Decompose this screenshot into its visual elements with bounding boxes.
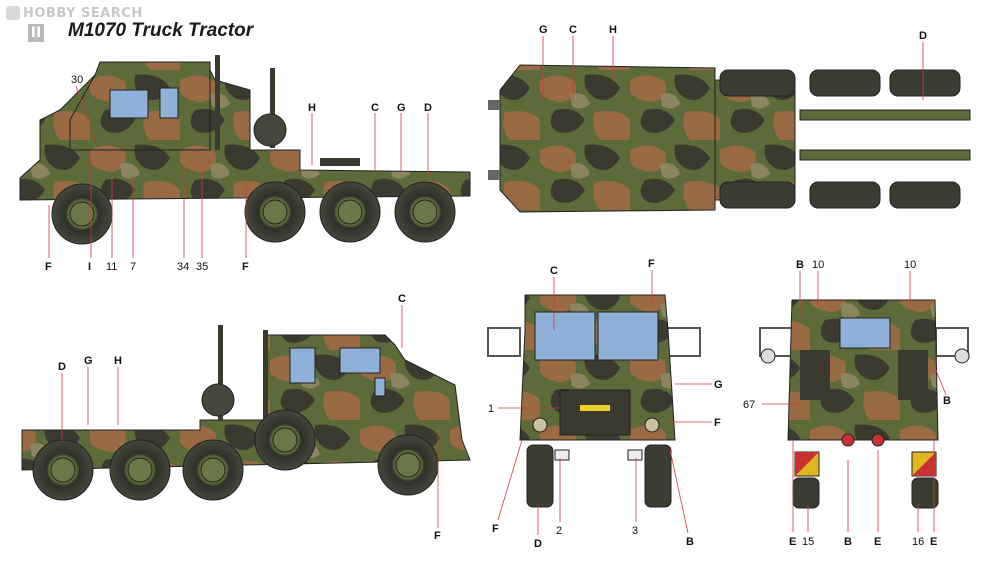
- label-b: B: [844, 536, 852, 548]
- label-f: F: [45, 261, 52, 273]
- label-c: C: [398, 293, 406, 305]
- label-15: 15: [802, 536, 814, 548]
- wheels: [32, 409, 439, 501]
- label-f: F: [492, 523, 499, 535]
- label-10: 10: [904, 259, 916, 271]
- wheels: [51, 181, 456, 245]
- label-i: I: [88, 261, 91, 273]
- label-d: D: [58, 361, 66, 373]
- cab-rear: [787, 299, 939, 441]
- front-view: C F G F 1 F 2 3 B D: [487, 258, 723, 550]
- label-c: C: [371, 102, 379, 114]
- label-f: F: [242, 261, 249, 273]
- watermark: HOBBY SEARCH: [6, 4, 143, 22]
- label-30: 30: [71, 74, 83, 86]
- page-title: M1070 Truck Tractor: [68, 20, 254, 41]
- label-c: C: [569, 24, 577, 36]
- label-e: E: [874, 536, 881, 548]
- label-f: F: [714, 417, 721, 429]
- label-h: H: [609, 24, 617, 36]
- top-view: G C H D: [488, 24, 971, 213]
- label-d: D: [424, 102, 432, 114]
- rear-view: B 10 10 67 B E 15 B E 16 E: [743, 259, 970, 548]
- label-7: 7: [130, 261, 136, 273]
- left-side-view: 30 H C G D F I 11 7 34 35 F: [19, 55, 471, 273]
- label-b: B: [686, 536, 694, 548]
- label-67: 67: [743, 399, 755, 411]
- label-2: 2: [556, 525, 562, 537]
- label-35: 35: [196, 261, 208, 273]
- label-d: D: [534, 538, 542, 550]
- label-h: H: [308, 102, 316, 114]
- label-e: E: [930, 536, 937, 548]
- label-1: 1: [488, 403, 494, 415]
- label-g: G: [539, 24, 548, 36]
- label-10: 10: [812, 259, 824, 271]
- label-g: G: [397, 102, 406, 114]
- label-b: B: [943, 395, 951, 407]
- hobby-search-logo-icon: [6, 6, 20, 20]
- label-h: H: [114, 355, 122, 367]
- label-g: G: [84, 355, 93, 367]
- page-number: II: [28, 24, 44, 42]
- label-f: F: [434, 530, 441, 542]
- label-e: E: [789, 536, 796, 548]
- watermark-text: HOBBY SEARCH: [23, 5, 143, 21]
- cab-top: [499, 64, 716, 213]
- label-c: C: [550, 265, 558, 277]
- label-d: D: [919, 30, 927, 42]
- label-34: 34: [177, 261, 189, 273]
- label-16: 16: [912, 536, 924, 548]
- label-f: F: [648, 258, 655, 270]
- label-3: 3: [632, 525, 638, 537]
- right-side-view: D G H C F: [21, 293, 471, 542]
- label-b: B: [796, 259, 804, 271]
- label-11: 11: [106, 261, 117, 273]
- label-g: G: [714, 379, 723, 391]
